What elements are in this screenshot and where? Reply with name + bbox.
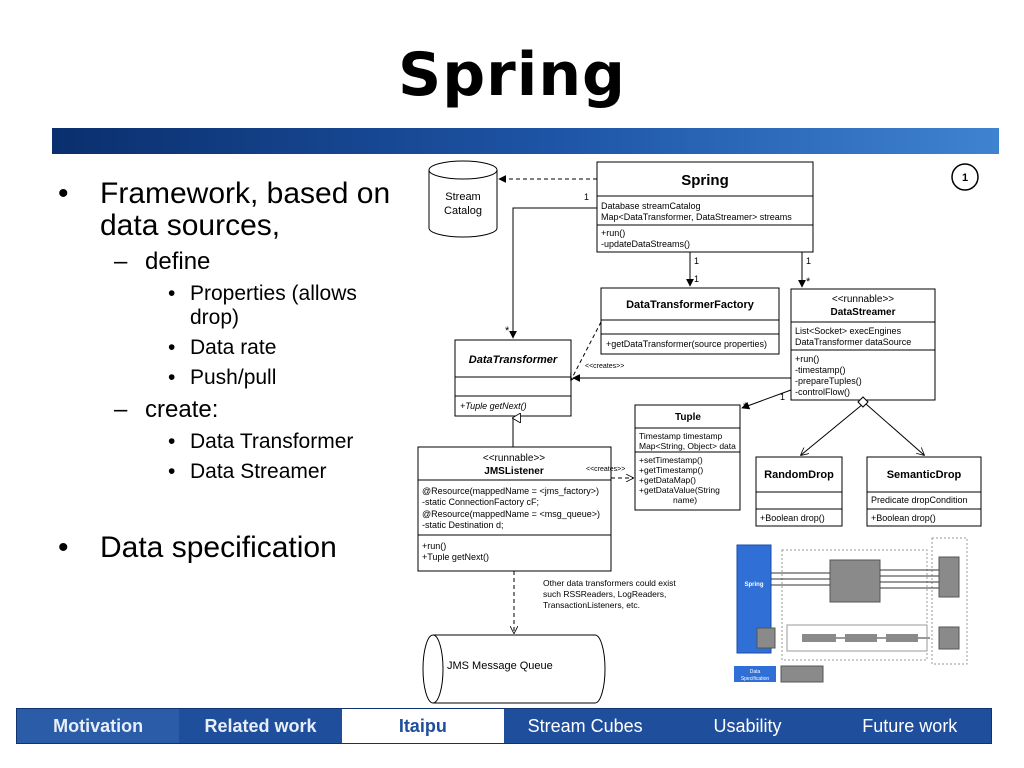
jms-attr-1: @Resource(mappedName = <jms_factory>) [422,486,599,496]
tuple-attr-2: Map<String, Object> data [639,441,736,451]
stream-catalog-label-2: Catalog [444,205,482,217]
streamer-name: DataStreamer [830,307,895,318]
mult-spring-catalog: 1 [584,192,589,202]
mini-spec-label-2: Specification [741,676,770,682]
jms-attr-2: -static ConnectionFactory cF; [422,497,539,507]
multiplicities: 1 * 1 1 1 * 1 * <<creates>> <<creates>> [505,192,811,473]
transformer-name: DataTransformer [469,354,558,366]
mult-streamer-tuple: 1 [780,392,785,402]
factory-op: +getDataTransformer(source properties) [606,339,767,349]
jms-stereotype: <<runnable>> [483,453,545,464]
spring-name: Spring [681,172,729,189]
jms-message-queue: JMS Message Queue [422,634,606,704]
bullet-define: define [50,248,410,276]
jms-name: JMSListener [484,466,544,477]
streamer-op-1: +run() [795,354,819,364]
factory-name: DataTransformerFactory [626,299,755,311]
mult-transformer: * [505,325,510,337]
bullet-data-transformer: Data Transformer [50,430,410,454]
nav-itaipu[interactable]: Itaipu [341,709,504,743]
note-line-2: such RSSReaders, LogReaders, [543,589,666,599]
mini-spec-label-1: Data [750,669,761,675]
class-spring: Spring Database streamCatalog Map<DataTr… [596,161,814,253]
bullet-push-pull: Push/pull [50,366,410,390]
streamer-op-4: -controlFlow() [795,387,850,397]
jms-op-2: +Tuple getNext() [422,552,489,562]
semantic-drop-attr: Predicate dropCondition [871,495,968,505]
random-drop-name: RandomDrop [764,469,834,481]
jms-op-1: +run() [422,541,446,551]
tuple-op-3: +getDataMap() [639,475,696,485]
class-semantic-drop: SemanticDrop Predicate dropCondition +Bo… [866,456,982,527]
nav-stream-cubes[interactable]: Stream Cubes [527,716,643,736]
spring-op-1: +run() [601,228,625,238]
nav-future-work[interactable]: Future work [862,716,958,736]
streamer-op-2: -timestamp() [795,365,846,375]
class-random-drop: RandomDrop +Boolean drop() [755,456,843,527]
nav-usability[interactable]: Usability [713,716,782,736]
random-drop-op: +Boolean drop() [760,513,825,523]
spring-op-2: -updateDataStreams() [601,239,690,249]
transformer-op: +Tuple getNext() [460,401,527,411]
jms-attr-3: @Resource(mappedName = <msg_queue>) [422,509,600,519]
class-data-transformer-factory: DataTransformerFactory +getDataTransform… [600,287,780,355]
creates-label-1: <<creates>> [585,363,624,370]
note: Other data transformers could exist such… [543,578,676,610]
streamer-attr-2: DataTransformer dataSource [795,337,911,347]
note-line-3: TransactionListeners, etc. [543,600,640,610]
tuple-name: Tuple [675,412,701,423]
stream-catalog-label-1: Stream [445,191,480,203]
streamer-op-3: -prepareTuples() [795,376,862,386]
tuple-attr-1: Timestamp timestamp [639,431,723,441]
mult-tuple: * [743,401,748,413]
title-bar [52,128,999,154]
mini-architecture: Spring Data Specification [734,537,968,683]
mult-streamer: * [806,276,811,288]
jms-attr-4: -static Destination d; [422,520,504,530]
section-nav: Motivation Related work Itaipu Stream Cu… [16,708,992,744]
bullet-properties: Properties (allows drop) [50,282,410,330]
bullet-data-specification: Data specification [50,532,410,565]
mini-spring-label: Spring [745,582,764,588]
creates-label-2: <<creates>> [586,466,625,473]
streamer-attr-1: List<Socket> execEngines [795,326,902,336]
bullet-framework: Framework, based on data sources, [50,178,410,242]
class-data-streamer: <<runnable>> DataStreamer List<Socket> e… [790,288,936,401]
spring-attr-2: Map<DataTransformer, DataStreamer> strea… [601,212,792,222]
mult-spring-streamer: 1 [806,256,811,266]
stream-catalog: Stream Catalog [428,160,498,238]
note-line-1: Other data transformers could exist [543,578,676,588]
slide-title: Spring [398,40,626,110]
mult-factory: 1 [694,274,699,284]
connectors [498,175,924,633]
tuple-op-4: +getDataValue(String [639,485,720,495]
badge: 1 [951,163,979,191]
badge-label: 1 [962,172,968,184]
nav-related-work[interactable]: Related work [204,716,317,736]
tuple-op-1: +setTimestamp() [639,455,703,465]
streamer-stereotype: <<runnable>> [832,294,894,305]
class-tuple: Tuple Timestamp timestamp Map<String, Ob… [634,404,741,511]
nav-motivation[interactable]: Motivation [17,709,180,743]
semantic-drop-op: +Boolean drop() [871,513,936,523]
tuple-op-4b: name) [673,495,697,505]
class-data-transformer: DataTransformer +Tuple getNext() [454,339,572,417]
semantic-drop-name: SemanticDrop [887,469,962,481]
bullet-create: create: [50,396,410,424]
bullet-data-rate: Data rate [50,336,410,360]
spring-attr-1: Database streamCatalog [601,201,701,211]
tuple-op-2: +getTimestamp() [639,465,703,475]
bullet-data-streamer: Data Streamer [50,460,410,484]
queue-label: JMS Message Queue [447,660,553,672]
bullet-list: Framework, based on data sources, define… [50,178,410,570]
mult-spring-factory: 1 [694,256,699,266]
class-jms-listener: <<runnable>> JMSListener @Resource(mappe… [417,446,612,572]
